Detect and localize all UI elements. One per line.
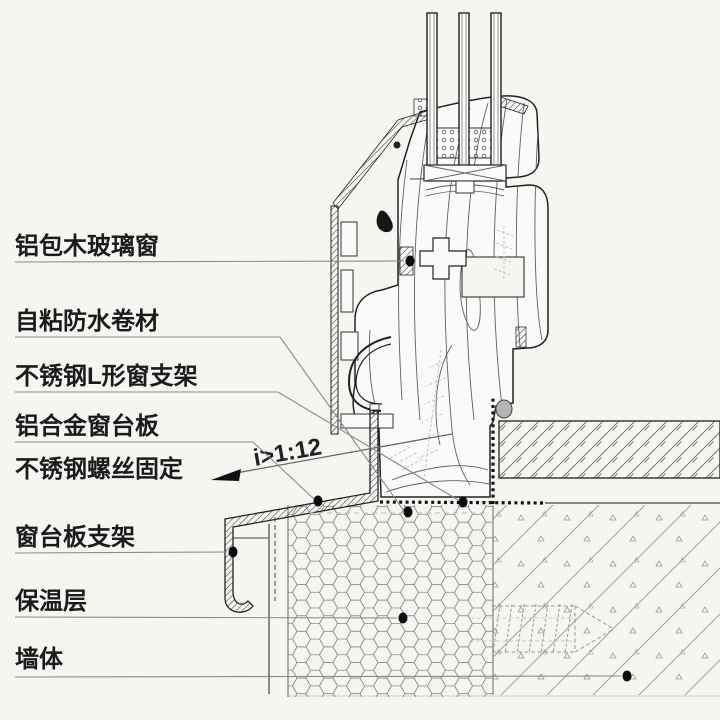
glass-pane-2 — [458, 12, 470, 171]
label-aluminum-clad-wood-window: 铝包木玻璃窗 — [15, 232, 159, 260]
leader-sill-board — [15, 441, 315, 500]
alu-chamber-2 — [340, 269, 354, 313]
waterproof-membrane — [300, 398, 546, 514]
leader-dots — [228, 255, 632, 682]
slope-arrow-icon — [211, 469, 241, 481]
alu-chamber-3 — [340, 331, 359, 361]
frame-gasket-hatch — [515, 326, 527, 348]
alu-foot-chamber — [340, 413, 394, 429]
leader-lines — [14, 260, 622, 678]
label-insulation-layer: 保温层 — [14, 588, 87, 615]
glazing-spacer-2 — [468, 127, 492, 159]
label-stainless-l-bracket: 不锈钢L形窗支架 — [15, 362, 198, 390]
glazing-bed — [423, 164, 507, 197]
label-stainless-screw-fixing: 不锈钢螺丝固定 — [15, 455, 183, 483]
insulation-honeycomb — [288, 505, 493, 697]
leader-membrane — [15, 336, 405, 512]
leader-wall — [14, 675, 622, 678]
sealant-blob — [495, 399, 513, 419]
triple-glazing — [423, 12, 507, 197]
dot-wall — [622, 670, 632, 682]
alu-chamber-1 — [340, 221, 358, 257]
label-aluminum-sill-board: 铝合金窗台板 — [15, 412, 160, 440]
sill-assembly — [224, 403, 380, 694]
dot-sill-bracket — [228, 546, 238, 558]
leader-insulation — [14, 616, 398, 619]
hidden-anchor-screw — [470, 603, 615, 655]
alu-vertical-plate — [330, 205, 339, 435]
gasket-dot — [393, 141, 401, 149]
dot-l-bracket — [458, 496, 468, 508]
wall-layers — [288, 399, 720, 697]
screed-band — [498, 420, 720, 479]
hidden-screw-in-frame — [389, 226, 514, 479]
wood-frame — [352, 95, 549, 498]
slope-label: i>1:12 — [251, 433, 323, 472]
slope-line — [235, 433, 453, 474]
label-waterproof-membrane: 自粘防水卷材 — [15, 307, 159, 335]
gasket-blob — [376, 210, 393, 233]
dot-membrane — [403, 506, 413, 518]
label-sill-board-bracket: 窗台板支架 — [15, 523, 135, 551]
glass-pane-1 — [426, 12, 438, 167]
alu-s-drip-outer — [347, 336, 392, 412]
glass-pane-3 — [490, 12, 502, 167]
wall-concrete — [493, 505, 720, 695]
dot-window — [405, 255, 415, 267]
leader-aluminum-clad-wood-window — [14, 260, 405, 263]
leader-sill-bracket — [14, 551, 228, 554]
alu-s-drip-inner — [355, 343, 392, 405]
hardware-t-piece — [419, 237, 467, 280]
dot-sill-board — [313, 495, 323, 507]
glazing-spacer-1 — [436, 127, 460, 159]
callout-labels: 铝包木玻璃窗 自粘防水卷材 不锈钢L形窗支架 铝合金窗台板 不锈钢螺丝固定 窗台… — [14, 232, 198, 673]
sill-upstand-cap — [369, 403, 380, 411]
membrane-horizontal — [379, 500, 546, 505]
insulation — [287, 505, 493, 697]
dot-insulation — [398, 612, 408, 624]
aluminum-cladding — [330, 95, 529, 435]
frame-rebate-channel — [461, 256, 525, 298]
label-wall: 墙体 — [15, 645, 64, 673]
aluminum-sill-board — [224, 407, 379, 613]
leader-l-bracket — [15, 391, 459, 501]
